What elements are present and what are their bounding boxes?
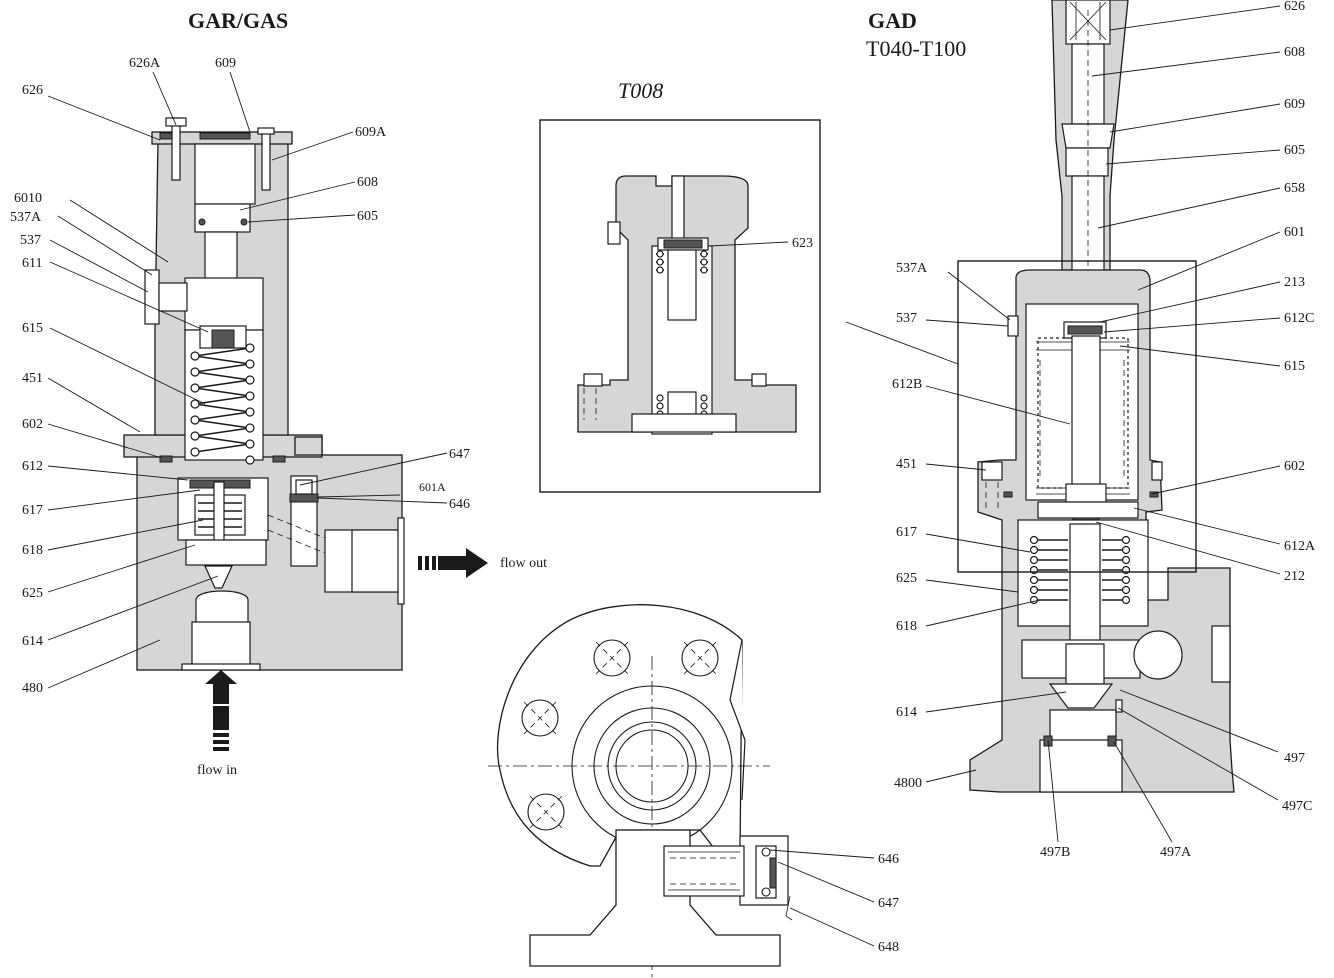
right-label-609: 609 xyxy=(1284,97,1305,112)
right-label-213: 213 xyxy=(1284,275,1305,290)
left-label-602: 602 xyxy=(22,417,43,432)
right-label-608: 608 xyxy=(1284,45,1305,60)
left-cap-screw-626a xyxy=(171,117,181,181)
left-leader-lines xyxy=(47,71,448,689)
right-label-537: 537 xyxy=(896,311,917,326)
left-label-612: 612 xyxy=(22,459,43,474)
right-label-615: 615 xyxy=(1284,359,1305,374)
detail-connector-line xyxy=(845,321,959,365)
right-stem-612b xyxy=(1071,335,1101,487)
right-label-625: 625 xyxy=(896,571,917,586)
left-label-625: 625 xyxy=(22,586,43,601)
right-label-605: 605 xyxy=(1284,143,1305,158)
right-label-618: 618 xyxy=(896,619,917,634)
flow-in-arrow xyxy=(205,670,237,751)
left-label-608: 608 xyxy=(357,175,378,190)
left-label-647: 647 xyxy=(449,447,470,462)
detail-label-623: 623 xyxy=(792,236,813,251)
left-label-617: 617 xyxy=(22,503,43,518)
left-side-plug xyxy=(144,269,160,325)
left-label-626A: 626A xyxy=(129,56,161,71)
flow-in-label: flow in xyxy=(197,763,237,778)
left-part-labels: 626A 609 626 609A 608 605 6010 537A 537 … xyxy=(10,56,470,696)
bottom-label-647: 647 xyxy=(878,896,899,911)
right-nozzle xyxy=(1039,739,1123,793)
title-gar-gas: GAR/GAS xyxy=(188,8,288,33)
left-label-611: 611 xyxy=(22,256,42,271)
left-label-615: 615 xyxy=(22,321,43,336)
right-piston-612a xyxy=(1037,501,1139,519)
right-label-451: 451 xyxy=(896,457,917,472)
right-leader-lines xyxy=(925,5,1281,843)
right-label-612B: 612B xyxy=(892,377,922,392)
bottom-flange-view: 646 647 648 xyxy=(488,604,899,978)
subtitle-gad-range: T040-T100 xyxy=(866,36,966,61)
right-label-4800: 4800 xyxy=(894,776,922,791)
right-label-617: 617 xyxy=(896,525,917,540)
left-label-537A: 537A xyxy=(10,210,42,225)
detail-t008-section: 623 xyxy=(539,119,821,493)
right-valve-section xyxy=(969,0,1235,793)
right-disc-614 xyxy=(1048,683,1114,709)
left-valve-section xyxy=(123,117,405,671)
right-label-601: 601 xyxy=(1284,225,1305,240)
right-label-497: 497 xyxy=(1284,751,1305,766)
right-label-497A: 497A xyxy=(1160,845,1192,860)
left-label-626: 626 xyxy=(22,83,43,98)
left-label-601A: 601A xyxy=(419,480,446,494)
left-main-spring xyxy=(190,343,255,465)
left-pilot-bore xyxy=(290,475,318,567)
right-label-497C: 497C xyxy=(1282,799,1312,814)
detail-frame xyxy=(539,119,821,493)
left-label-609: 609 xyxy=(215,56,236,71)
right-label-602: 602 xyxy=(1284,459,1305,474)
right-label-497B: 497B xyxy=(1040,845,1070,860)
left-label-614: 614 xyxy=(22,634,43,649)
left-label-609A: 609A xyxy=(355,125,387,140)
right-label-212: 212 xyxy=(1284,569,1305,584)
title-detail-t008: T008 xyxy=(618,78,663,103)
title-gad: GAD xyxy=(868,8,917,33)
left-label-480: 480 xyxy=(22,681,43,696)
right-outlet-bore xyxy=(1133,630,1183,680)
right-label-612A: 612A xyxy=(1284,539,1316,554)
left-label-646: 646 xyxy=(449,497,470,512)
left-label-618: 618 xyxy=(22,543,43,558)
flow-out-label: flow out xyxy=(500,556,547,571)
bottom-label-648: 648 xyxy=(878,940,899,955)
right-detail-frame xyxy=(957,260,1197,573)
left-label-451: 451 xyxy=(22,371,43,386)
right-label-537A: 537A xyxy=(896,261,928,276)
left-cap-screw-609a xyxy=(261,131,271,191)
bottom-label-646: 646 xyxy=(878,852,899,867)
right-side-plug-537 xyxy=(1007,315,1019,337)
left-label-605: 605 xyxy=(357,209,378,224)
left-label-537: 537 xyxy=(20,233,41,248)
right-label-626: 626 xyxy=(1284,0,1305,14)
left-disc xyxy=(204,565,233,589)
flow-out-arrow xyxy=(418,548,488,578)
left-adjusting-screw xyxy=(194,203,251,233)
right-part-labels: 626 608 609 605 658 601 213 537A 612C 53… xyxy=(892,0,1316,860)
left-label-6010: 6010 xyxy=(14,191,42,206)
right-label-658: 658 xyxy=(1284,181,1305,196)
right-label-612C: 612C xyxy=(1284,311,1314,326)
right-label-614: 614 xyxy=(896,705,917,720)
